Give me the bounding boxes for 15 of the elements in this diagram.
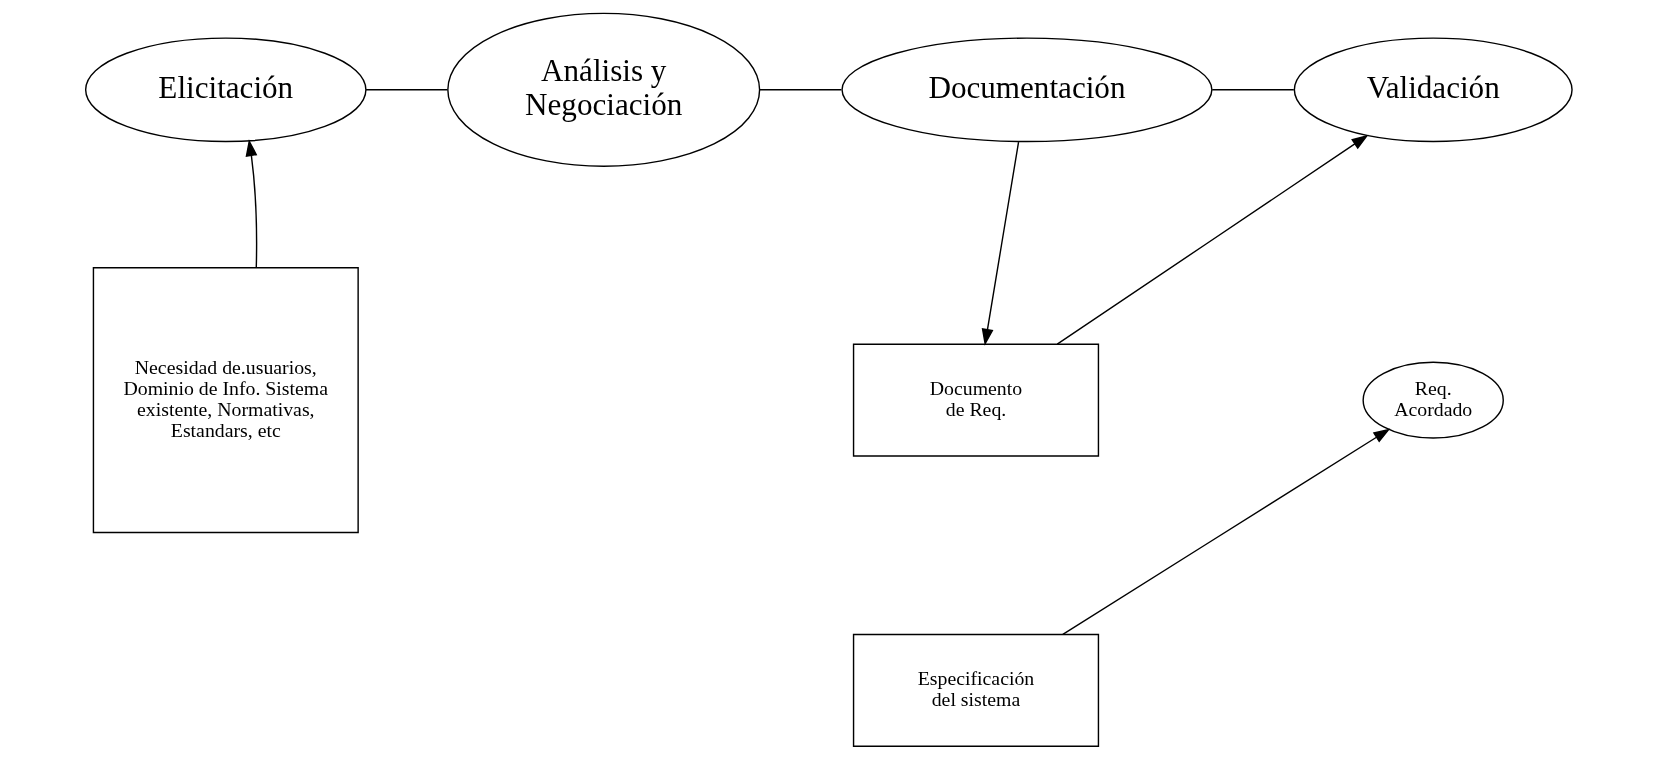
connector bbox=[759, 89, 842, 91]
node-ellipse: Documentación bbox=[841, 37, 1213, 143]
arrow bbox=[1062, 428, 1391, 636]
node-ellipse: Validación bbox=[1293, 37, 1573, 143]
connector bbox=[365, 89, 448, 91]
node-ellipse: Análisis y Negociación bbox=[447, 12, 761, 167]
node-box: Necesidad de.usuarios, Dominio de Info. Sistema existente, Normativas, Estandars, etc bbox=[92, 267, 359, 534]
node-box: Especificación del sistema bbox=[852, 633, 1100, 747]
arrow bbox=[981, 141, 1020, 346]
connector bbox=[1211, 89, 1295, 91]
arrow bbox=[1056, 134, 1369, 345]
node-box: Documento de Req. bbox=[852, 343, 1100, 457]
node-ellipse: Elicitación bbox=[84, 37, 367, 143]
node-ellipse: Req. Acordado bbox=[1362, 361, 1504, 439]
arrow bbox=[245, 139, 258, 269]
